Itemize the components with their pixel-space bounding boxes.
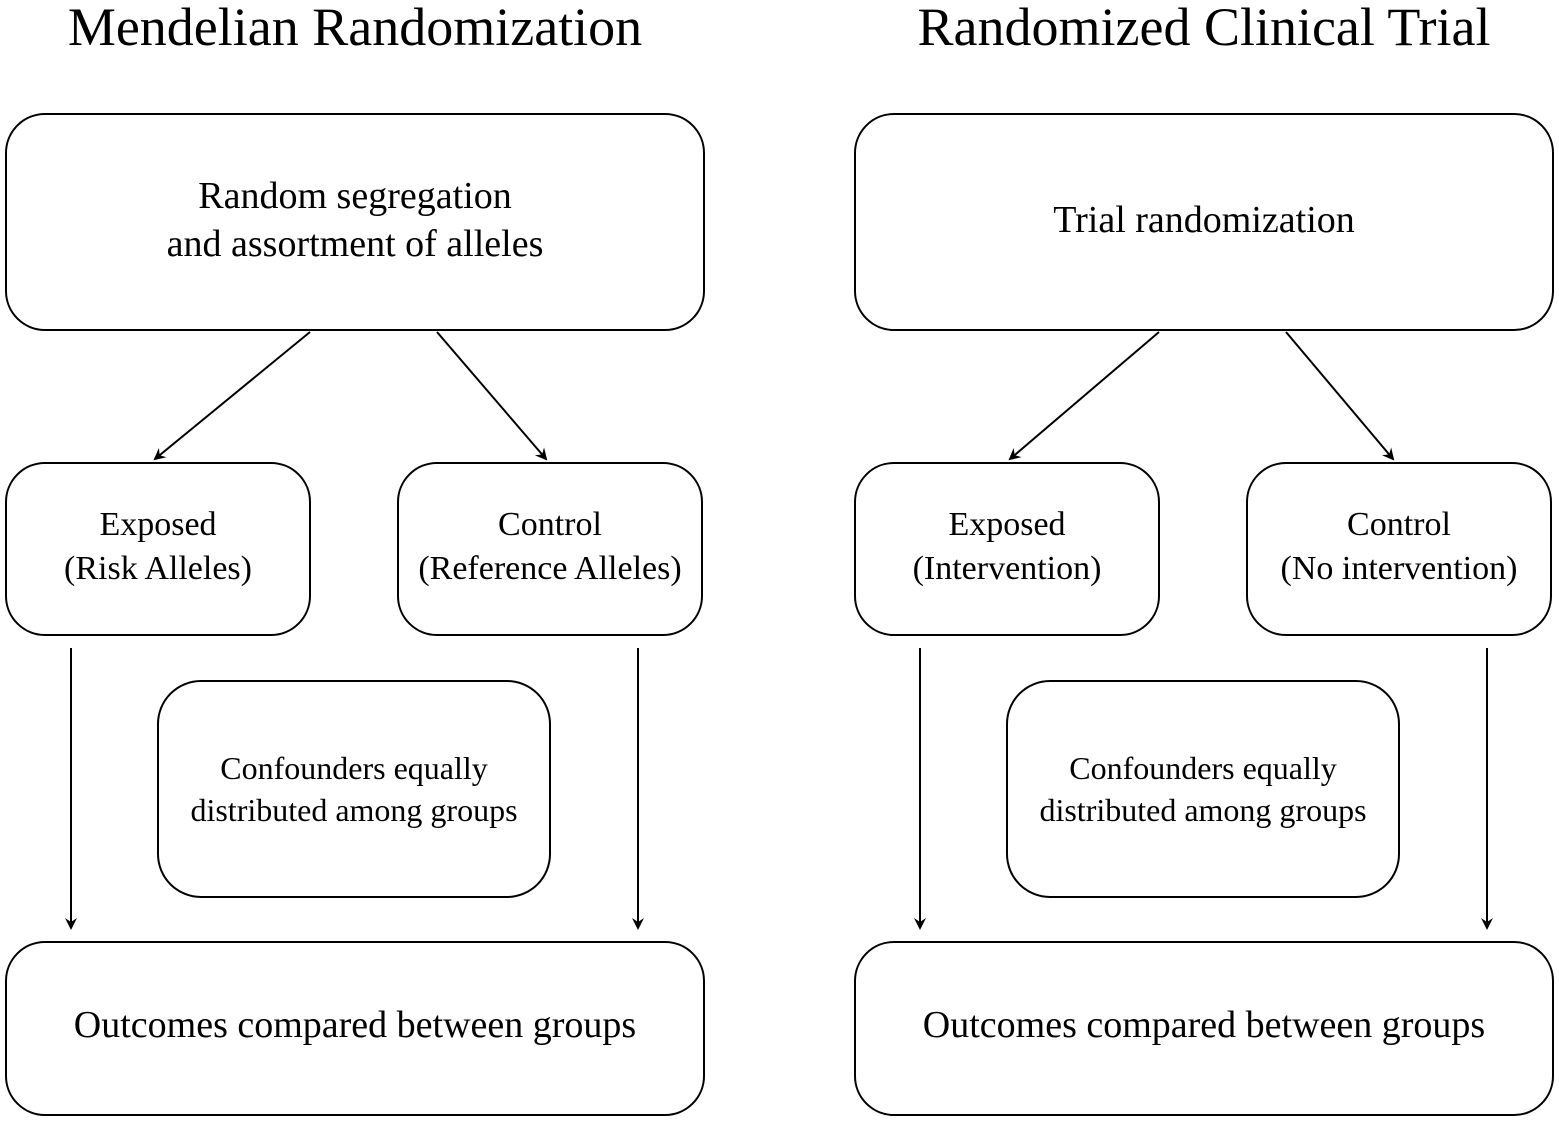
- box-label-line: distributed among groups: [190, 792, 518, 828]
- flow-arrows: [65, 331, 644, 930]
- box-label-line: distributed among groups: [1039, 792, 1367, 828]
- box-label-line: Confounders equally: [220, 750, 488, 786]
- arrow-to-control: [1285, 331, 1395, 461]
- outcomes-box: Outcomes compared between groups: [854, 941, 1554, 1116]
- exposed-box: Exposed (Risk Alleles): [5, 462, 311, 636]
- panel-title: Mendelian Randomization: [67, 0, 643, 57]
- box-label-line: (Intervention): [912, 550, 1102, 587]
- exposed-box: Exposed (Intervention): [854, 462, 1160, 636]
- box-label-line: and assortment of alleles: [166, 223, 544, 265]
- box-label-line: (Reference Alleles): [418, 550, 682, 587]
- box-label-line: Control: [498, 506, 602, 543]
- box-label-line: (No intervention): [1280, 550, 1518, 587]
- trial-randomization-box: Trial randomization: [854, 113, 1554, 331]
- box-label-line: Outcomes compared between groups: [922, 1003, 1486, 1046]
- outcomes-box: Outcomes compared between groups: [5, 941, 705, 1116]
- box-label-line: Outcomes compared between groups: [73, 1003, 637, 1046]
- box-label-line: Trial randomization: [1053, 199, 1355, 241]
- confounders-box: Confounders equally distributed among gr…: [157, 680, 551, 898]
- randomized-clinical-trial-panel: Randomized Clinical Trial Trial randomiz…: [854, 0, 1554, 1122]
- mendelian-randomization-panel: Mendelian Randomization Random segregati…: [5, 0, 705, 1122]
- box-label-line: Exposed: [948, 506, 1066, 543]
- box-label-line: Confounders equally: [1069, 750, 1337, 786]
- box-label-line: Control: [1347, 506, 1451, 543]
- panel-title: Randomized Clinical Trial: [917, 0, 1491, 57]
- random-segregation-box: Random segregation and assortment of all…: [5, 113, 705, 331]
- control-box: Control (No intervention): [1246, 462, 1552, 636]
- box-label-line: (Risk Alleles): [64, 550, 252, 587]
- box-label-line: Exposed: [99, 506, 217, 543]
- flow-arrows: [914, 331, 1493, 930]
- arrow-to-exposed: [1008, 331, 1160, 461]
- confounders-box: Confounders equally distributed among gr…: [1006, 680, 1400, 898]
- arrow-to-control: [436, 331, 548, 461]
- box-label-line: Random segregation: [198, 175, 512, 217]
- arrow-to-exposed: [153, 331, 311, 461]
- control-box: Control (Reference Alleles): [397, 462, 703, 636]
